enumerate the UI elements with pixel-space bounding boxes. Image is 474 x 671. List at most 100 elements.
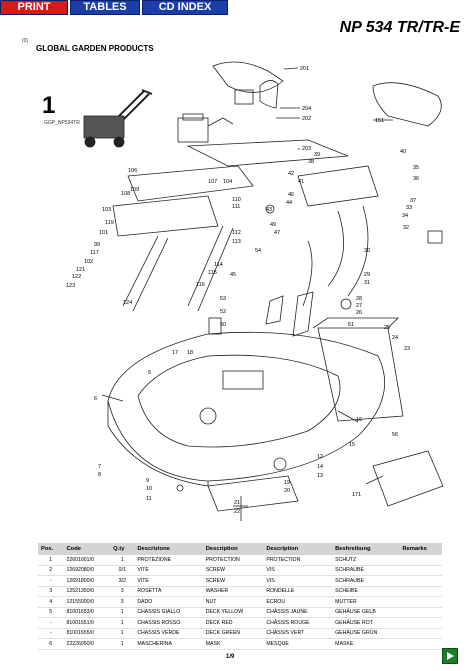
- table-cell: 0/1: [110, 565, 135, 576]
- callout: 50: [220, 322, 226, 328]
- table-cell: 81001655/0: [63, 628, 111, 639]
- tables-button[interactable]: TABLES: [70, 0, 140, 15]
- callout: 122: [72, 274, 81, 280]
- table-cell: 1: [110, 638, 135, 650]
- table-cell: 81001653/0: [63, 607, 111, 618]
- callout: 23: [404, 346, 410, 352]
- table-cell: SCHRAUBE: [332, 575, 400, 587]
- table-cell: 5: [38, 607, 64, 618]
- table-cell: DECK RED: [202, 617, 264, 629]
- mower-thumbnail: [83, 89, 153, 148]
- callout: 201: [300, 66, 309, 72]
- table-cell: 12691800/0: [63, 575, 111, 587]
- table-cell: MASKE: [332, 638, 400, 650]
- callout: 20: [284, 488, 290, 494]
- table-cell: DECK GREEN: [202, 628, 264, 639]
- callout: 54: [255, 248, 261, 254]
- table-cell: CHASSIS VERDE: [134, 628, 203, 639]
- callout: 12: [317, 454, 323, 460]
- figure-caption: GGP_NP534TR: [44, 120, 80, 126]
- table-cell: [399, 638, 442, 650]
- callout: 37: [410, 198, 416, 204]
- table-cell: NUT: [202, 596, 264, 608]
- table-cell: -: [38, 575, 64, 587]
- table-cell: [399, 617, 442, 629]
- callout: 24: [392, 335, 398, 341]
- col-code: Code: [63, 543, 111, 555]
- table-cell: SCHEIBE: [332, 586, 400, 597]
- table-cell: GEHÄUSE GELB: [332, 607, 400, 618]
- callout: 51: [348, 322, 354, 328]
- callout: 41: [298, 179, 304, 185]
- callout: 6: [94, 396, 97, 402]
- callout: 27: [356, 303, 362, 309]
- table-cell: VITE: [134, 575, 203, 587]
- table-cell: SCHRAUBE: [332, 565, 400, 576]
- table-cell: 3: [110, 586, 135, 597]
- table-cell: MUTTER: [332, 596, 400, 608]
- table-cell: [399, 555, 442, 566]
- callout: 46: [288, 192, 294, 198]
- callout: 102: [84, 259, 93, 265]
- table-cell: PROTECTION: [263, 555, 333, 566]
- callout: 112: [232, 230, 241, 236]
- table-cell: GEHÄUSE GRÜN: [332, 628, 400, 639]
- table-cell: -: [38, 628, 64, 639]
- callout: 11: [146, 496, 152, 502]
- callout: 117: [90, 250, 99, 256]
- table-cell: 1: [110, 607, 135, 618]
- table-cell: VITE: [134, 565, 203, 576]
- callout: 110: [232, 197, 241, 203]
- callout: 202: [302, 116, 311, 122]
- callout: 49: [270, 222, 276, 228]
- callout: 22: [234, 509, 240, 515]
- col-qty: Q.ty: [110, 543, 135, 555]
- callout: 115: [208, 270, 217, 276]
- print-button[interactable]: PRINT: [0, 0, 68, 15]
- table-cell: DADO: [134, 596, 203, 608]
- callout: 204: [302, 106, 311, 112]
- col-descrizione: Descrizione: [134, 543, 203, 555]
- toolbar: PRINT TABLES CD INDEX: [0, 0, 228, 15]
- callout: 116: [196, 282, 205, 288]
- table-cell: [399, 575, 442, 587]
- table-cell: 4: [38, 596, 64, 608]
- table-cell: ROSETTA: [134, 586, 203, 597]
- table-cell: [399, 628, 442, 639]
- table-cell: 12692080/0: [63, 565, 111, 576]
- table-cell: 12521350/0: [63, 586, 111, 597]
- callout: 9: [146, 478, 149, 484]
- col-description-fr: Description: [263, 543, 333, 555]
- table-cell: GEHÄUSE ROT: [332, 617, 400, 629]
- callout: 7: [98, 464, 101, 470]
- callout: 109: [130, 187, 139, 193]
- next-page-button[interactable]: [442, 648, 458, 664]
- callout: 28: [356, 296, 362, 302]
- callout: 36: [413, 176, 419, 182]
- callout: 30: [364, 248, 370, 254]
- col-remarks: Remarks: [399, 543, 442, 555]
- callout: 151: [375, 118, 384, 124]
- table-cell: 1: [110, 628, 135, 639]
- callout: 32: [403, 225, 409, 231]
- table-cell: MASK: [202, 638, 264, 650]
- callout: 40: [400, 149, 406, 155]
- callout: 56: [392, 432, 398, 438]
- callout: 123: [66, 283, 75, 289]
- col-description-en: Description: [202, 543, 264, 555]
- col-pos: Pos.: [38, 543, 64, 555]
- table-cell: 81001651/0: [63, 617, 111, 629]
- table-cell: 22226050/0: [63, 638, 111, 650]
- table-cell: 1: [110, 617, 135, 629]
- callout: 114: [214, 262, 223, 268]
- callout: 42: [288, 171, 294, 177]
- cd-index-button[interactable]: CD INDEX: [142, 0, 228, 15]
- table-cell: 1: [110, 555, 135, 566]
- callout: 38: [308, 159, 314, 165]
- callout: 121: [76, 267, 85, 273]
- callout: 13: [317, 473, 323, 479]
- table-cell: CHÂSSIS VERT: [263, 628, 333, 639]
